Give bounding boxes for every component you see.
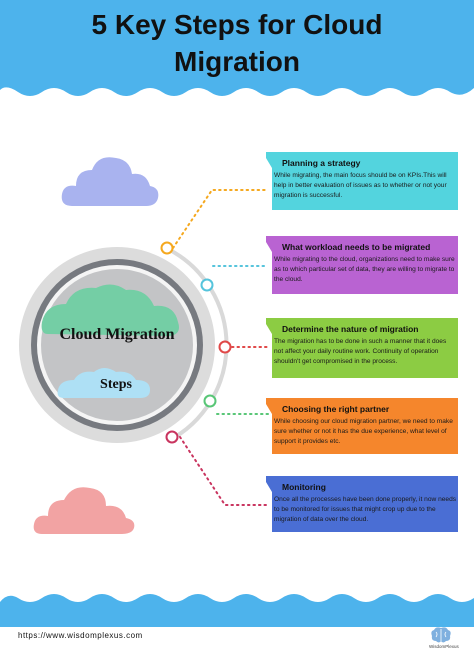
footer-logo-text: WisdomPlexus: [429, 644, 459, 649]
step-marker-1: [160, 241, 174, 255]
cloud-icon-top: [61, 157, 159, 206]
page-title-line2: Migration: [174, 46, 300, 77]
step-marker-3: [218, 340, 232, 354]
step-card-bg: [266, 398, 458, 454]
step-card-3: Determine the nature of migration The mi…: [266, 318, 458, 378]
step-title: Planning a strategy: [282, 158, 361, 168]
center-subtitle: Steps: [100, 377, 132, 392]
step-title: Determine the nature of migration: [282, 324, 419, 334]
footer-band: [0, 627, 474, 670]
page-title-line1: 5 Key Steps for Cloud: [91, 9, 383, 40]
step-marker-5: [165, 430, 179, 444]
step-body: While choosing our cloud migration partn…: [274, 418, 453, 445]
step-card-2: What workload needs to be migrated While…: [266, 236, 458, 294]
center-circle-graphic: [19, 247, 229, 443]
step-body: The migration has to be done in such a m…: [274, 338, 447, 365]
step-body: While migrating, the main focus should b…: [274, 172, 447, 199]
step-card-bg: [266, 236, 458, 294]
step-card-1: Planning a strategy While migrating, the…: [266, 152, 458, 210]
step-title: Monitoring: [282, 482, 326, 492]
header-wave: [0, 0, 474, 96]
center-title: Cloud Migration: [59, 326, 175, 343]
step-card-bg: [266, 476, 458, 532]
step-title: What workload needs to be migrated: [282, 242, 431, 252]
step-card-4: Choosing the right partner While choosin…: [266, 398, 458, 454]
step-body: While migrating to the cloud, organizati…: [274, 256, 455, 283]
step-body: Once all the processes have been done pr…: [274, 496, 457, 523]
footer-wave: [0, 594, 474, 628]
step-card-bg: [266, 318, 458, 378]
step-card-bg: [266, 152, 458, 210]
step-card-5: Monitoring Once all the processes have b…: [266, 476, 458, 532]
step-marker-4: [203, 394, 217, 408]
brain-icon: [431, 627, 451, 643]
page-title: 5 Key Steps for Cloud Migration: [0, 6, 474, 80]
cloud-icon-bottom: [33, 487, 135, 534]
step-title: Choosing the right partner: [282, 404, 390, 414]
step-marker-2: [200, 278, 214, 292]
footer-url-link[interactable]: https://www.wisdomplexus.com: [18, 631, 143, 640]
